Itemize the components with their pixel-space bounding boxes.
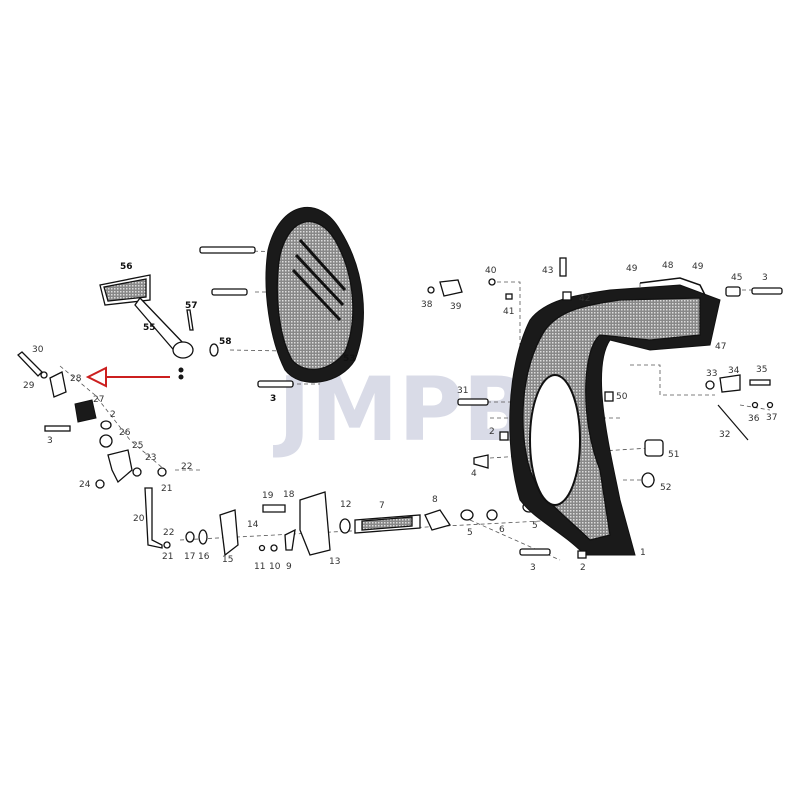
callout-56: 56	[120, 262, 133, 272]
callout-7: 7	[379, 501, 385, 511]
callout-55: 55	[143, 323, 156, 333]
callout-48: 48	[662, 261, 674, 271]
callout-34: 34	[728, 366, 740, 376]
callout-27: 27	[93, 395, 104, 405]
callout-3: 3	[47, 436, 53, 446]
side-cover	[199, 206, 364, 388]
callout-29: 29	[23, 381, 35, 391]
top-right-parts	[427, 257, 783, 441]
callout-23: 23	[145, 453, 156, 463]
callout-2: 2	[489, 427, 495, 437]
callout-12: 12	[340, 500, 351, 510]
callout-21: 21	[162, 552, 173, 562]
callout-6: 6	[499, 525, 505, 535]
part-callouts: 56 57 55 58 53 3 30 29 28 27 2 3 26 25 2…	[23, 261, 777, 573]
callout-26: 26	[119, 428, 131, 438]
callout-58: 58	[219, 337, 232, 347]
callout-22: 22	[181, 462, 192, 472]
callout-15: 15	[222, 555, 233, 565]
callout-38: 38	[421, 300, 433, 310]
gear-selector-parts	[17, 351, 536, 557]
callout-21: 21	[161, 484, 172, 494]
callout-5: 5	[532, 521, 538, 531]
callout-25: 25	[132, 441, 143, 451]
callout-11: 11	[254, 562, 265, 572]
callout-49: 49	[692, 262, 704, 272]
callout-14: 14	[247, 520, 259, 530]
callout-10: 10	[269, 562, 281, 572]
callout-50: 50	[616, 392, 628, 402]
callout-3: 3	[762, 273, 768, 283]
highlight-arrow	[85, 366, 170, 388]
callout-2: 2	[580, 563, 586, 573]
callout-8: 8	[432, 495, 438, 505]
callout-13: 13	[329, 557, 340, 567]
callout-4: 4	[471, 469, 477, 479]
callout-52: 52	[660, 483, 671, 493]
callout-3: 3	[270, 394, 276, 404]
callout-36: 36	[748, 414, 760, 424]
callout-42: 42	[579, 294, 590, 304]
callout-18: 18	[283, 490, 295, 500]
callout-57: 57	[185, 301, 198, 311]
kickstart-lever	[99, 274, 219, 380]
callout-41: 41	[503, 307, 514, 317]
callout-43: 43	[542, 266, 553, 276]
callout-20: 20	[133, 514, 145, 524]
callout-24: 24	[79, 480, 91, 490]
callout-49: 49	[626, 264, 638, 274]
callout-51: 51	[668, 450, 679, 460]
callout-31: 31	[457, 386, 468, 396]
callout-9: 9	[286, 562, 292, 572]
callout-16: 16	[198, 552, 210, 562]
callout-2: 2	[110, 410, 116, 420]
callout-3: 3	[530, 563, 536, 573]
callout-32: 32	[719, 430, 730, 440]
callout-17: 17	[184, 552, 195, 562]
callout-40: 40	[485, 266, 497, 276]
callout-30: 30	[32, 345, 44, 355]
callout-45: 45	[731, 273, 742, 283]
callout-53: 53	[343, 354, 356, 364]
callout-28: 28	[70, 374, 82, 384]
callout-39: 39	[450, 302, 462, 312]
callout-33: 33	[706, 369, 717, 379]
callout-1: 1	[640, 548, 646, 558]
callout-19: 19	[262, 491, 274, 501]
callout-22: 22	[163, 528, 174, 538]
callout-35: 35	[756, 365, 767, 375]
crankcase	[457, 284, 721, 559]
callout-37: 37	[766, 413, 777, 423]
callout-5: 5	[467, 528, 473, 538]
callout-47: 47	[715, 342, 726, 352]
